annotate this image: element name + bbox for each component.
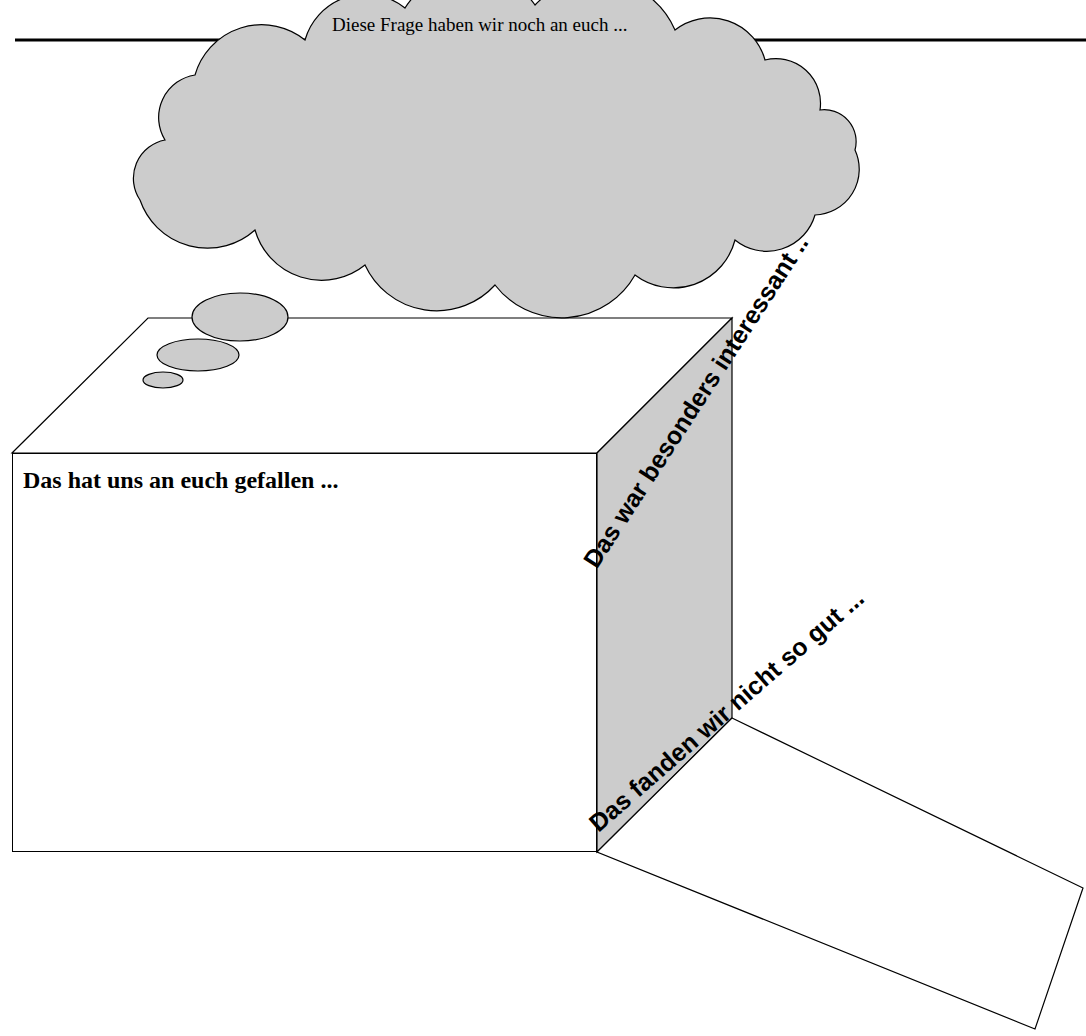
thought-bubble <box>157 339 239 371</box>
thought-bubble <box>192 293 288 341</box>
front-face: Das hat uns an euch gefallen ... <box>12 453 597 852</box>
thought-bubble <box>143 372 183 388</box>
shadow-face: Das fanden wir nicht so gut ... <box>597 718 1086 1030</box>
cloud-question: Diese Frage haben wir noch an euch ... <box>332 14 627 36</box>
thought-cloud-shape <box>133 0 859 318</box>
face-heading: Das hat uns an euch gefallen ... <box>23 466 338 494</box>
thought-cloud: Diese Frage haben wir noch an euch ... <box>115 0 865 292</box>
thought-cloud-outline <box>115 0 865 292</box>
